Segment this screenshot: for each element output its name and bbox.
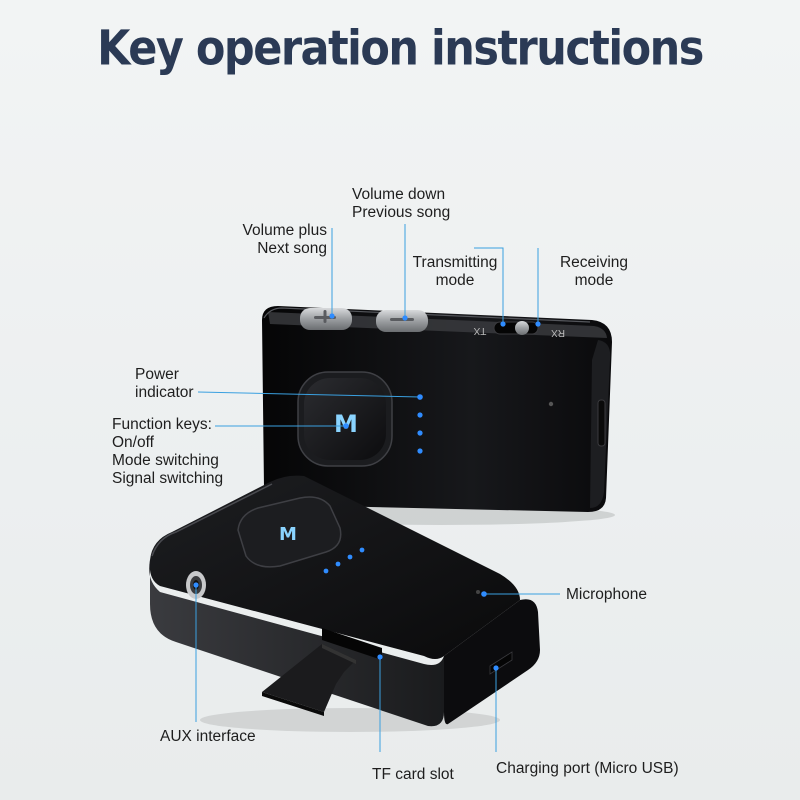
leader-endpoints (193, 313, 541, 671)
m-glyph-bottom: M (279, 524, 297, 545)
tf-card (262, 644, 356, 716)
top-device: TX RX M (262, 306, 615, 525)
page-title: Key operation instructions (97, 21, 704, 77)
label-volume-plus: Volume plus Next song (242, 222, 327, 257)
bottom-device: M (149, 475, 540, 732)
label-aux-interface: AUX interface (160, 728, 256, 745)
bottom-indicator-leds (323, 547, 365, 574)
label-receiving-mode: Receiving mode (559, 254, 629, 289)
label-charging-port: Charging port (Micro USB) (496, 760, 679, 777)
volume-down-button[interactable] (376, 310, 428, 332)
bottom-device-front-face (149, 560, 444, 727)
microphone-hole (476, 590, 480, 594)
rx-label: RX (551, 327, 565, 338)
mic-hole-top (548, 401, 554, 407)
label-power-indicator: Power indicator (135, 366, 194, 401)
tf-card-slot (322, 628, 382, 660)
function-key-bottom[interactable]: M (237, 496, 342, 568)
tx-label: TX (473, 325, 486, 336)
function-key-top[interactable]: M (297, 371, 393, 467)
volume-plus-button[interactable] (300, 308, 352, 330)
label-tf-card-slot: TF card slot (372, 766, 454, 783)
label-function-keys: Function keys: On/off Mode switching Sig… (112, 416, 224, 487)
label-transmitting-mode: Transmitting mode (412, 254, 498, 289)
label-volume-down: Volume down Previous song (352, 186, 451, 221)
leader-lines (195, 224, 560, 752)
label-microphone: Microphone (566, 586, 647, 603)
